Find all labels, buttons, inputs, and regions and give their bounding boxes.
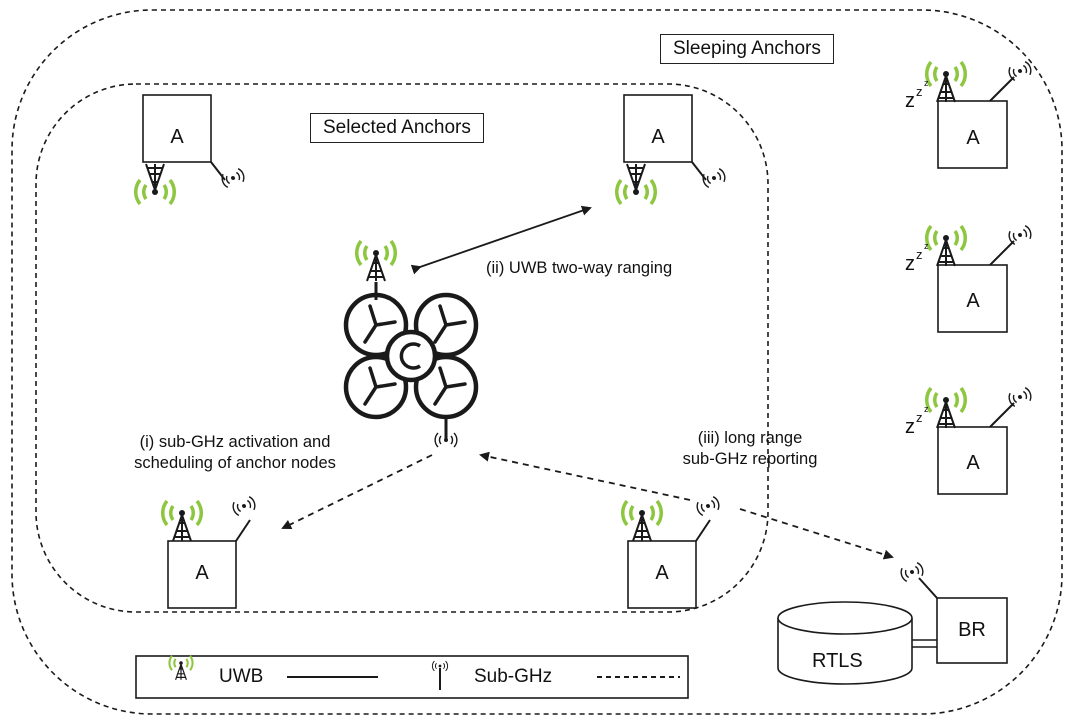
sleep-indicator: z (905, 90, 915, 112)
reporting-annotation-line2: sub-GHz reporting (682, 450, 818, 468)
reporting-arrow (479, 451, 691, 501)
anchor-node-selected-top-left (136, 94, 247, 204)
border-router (898, 561, 1008, 664)
anchor-node-sleeping-3 (924, 386, 1034, 495)
sleep-indicator: z (916, 84, 923, 99)
border-router-label: BR (958, 619, 986, 641)
long-range-arrow (739, 508, 894, 560)
anchor-label: A (655, 562, 669, 584)
sleep-indicator: z (924, 241, 929, 251)
anchor-node-selected-bottom-right (620, 495, 722, 609)
legend-subghz-icon (431, 660, 449, 690)
anchor-label: A (966, 127, 980, 149)
legend-subghz-label: Sub-GHz (474, 666, 553, 687)
anchor-node-sleeping-1 (924, 60, 1034, 169)
sleep-indicator: z (905, 253, 915, 275)
anchor-node-sleeping-2 (924, 224, 1034, 333)
legend-box (135, 655, 689, 699)
selected-anchors-region (35, 83, 769, 613)
selected-anchors-label: Selected Anchors (310, 113, 484, 143)
anchor-node-selected-top-right (617, 94, 728, 204)
sleeping-anchors-region (11, 9, 1063, 715)
drone-icon (346, 239, 476, 448)
sleep-indicator: z (924, 78, 929, 88)
activation-annotation-line1: (i) sub-GHz activation and (139, 433, 331, 451)
anchor-node-selected-bottom-left (160, 495, 258, 609)
anchor-label: A (966, 452, 980, 474)
anchor-label: A (651, 126, 665, 148)
activation-annotation: (i) sub-GHz activation and scheduling of… (104, 432, 366, 474)
anchor-label: A (966, 290, 980, 312)
sleep-indicator: z (916, 247, 923, 262)
rtls-label: RTLS (812, 650, 863, 672)
uwb-ranging-arrow (410, 205, 592, 275)
sleep-indicator: z (916, 410, 923, 425)
legend-uwb-label: UWB (219, 666, 264, 687)
sleeping-anchors-label: Sleeping Anchors (660, 34, 834, 64)
uwb-ranging-annotation: (ii) UWB two-way ranging (486, 259, 673, 277)
activation-arrow (281, 454, 433, 529)
reporting-annotation: (iii) long range sub-GHz reporting (665, 428, 835, 470)
rtls-database (777, 601, 937, 685)
anchor-label: A (170, 126, 184, 148)
sleep-indicator: z (905, 416, 915, 438)
reporting-annotation-line1: (iii) long range (697, 429, 803, 447)
anchor-label: A (195, 562, 209, 584)
sleep-indicator: z (924, 404, 929, 414)
activation-annotation-line2: scheduling of anchor nodes (134, 454, 336, 472)
